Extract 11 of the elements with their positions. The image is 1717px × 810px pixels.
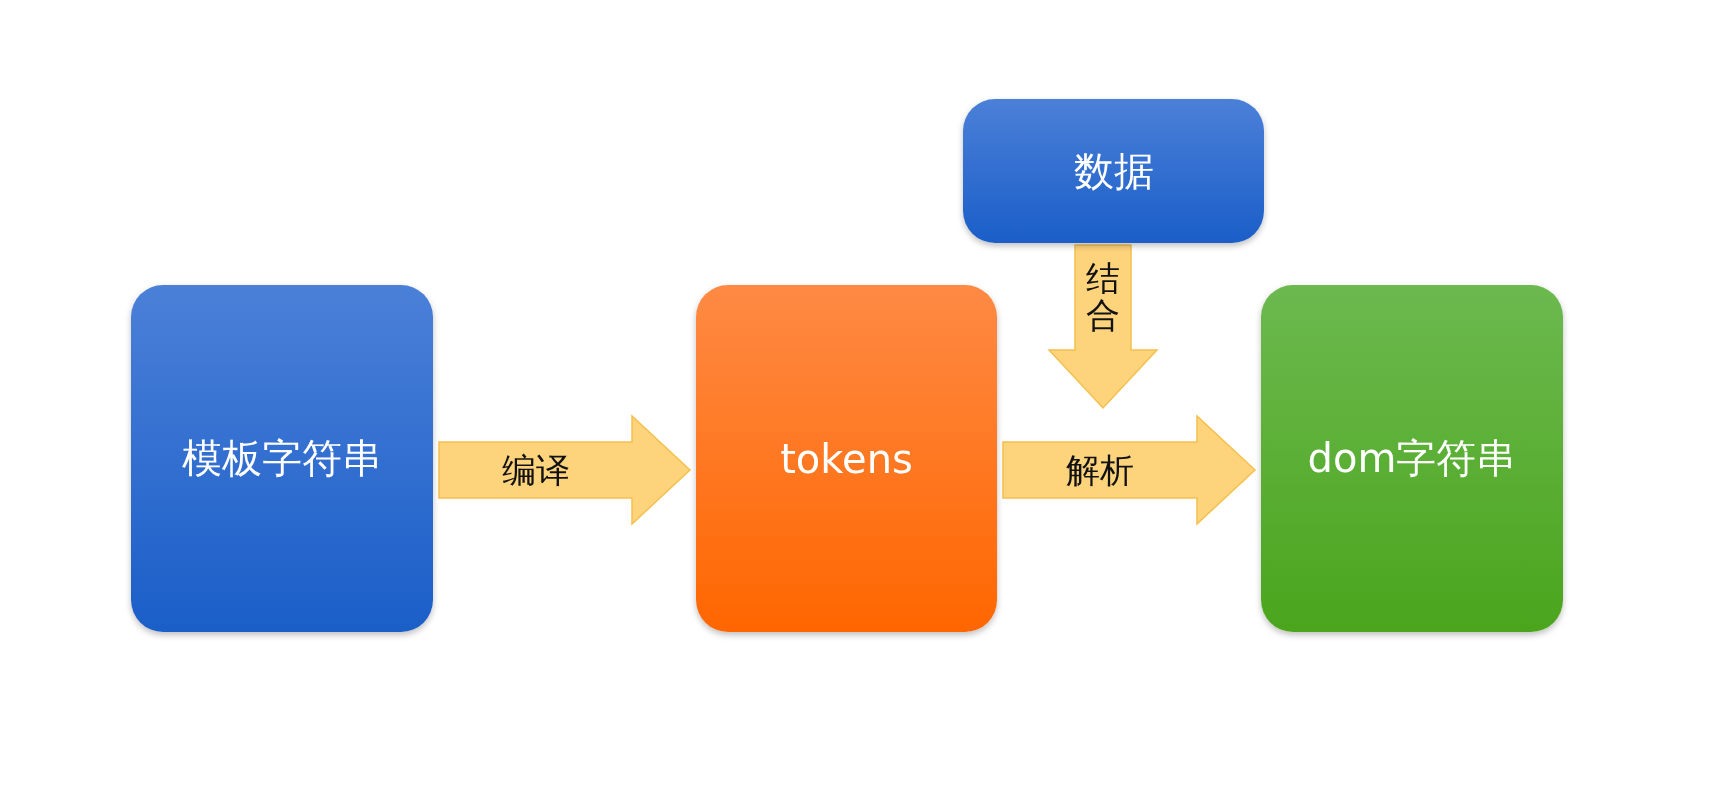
box-label: 模板字符串 — [182, 434, 382, 483]
box-label: dom字符串 — [1307, 434, 1517, 483]
process-box — [696, 285, 997, 632]
data-box — [963, 99, 1264, 243]
arrow-label: 解析 — [1066, 451, 1134, 489]
process-box — [131, 285, 433, 632]
box-label: 数据 — [1073, 146, 1154, 196]
box-label: tokens — [780, 435, 913, 482]
arrow-label: 编译 — [501, 451, 570, 489]
arrow-label: 结合 — [1085, 260, 1121, 335]
process-box — [1261, 285, 1563, 632]
